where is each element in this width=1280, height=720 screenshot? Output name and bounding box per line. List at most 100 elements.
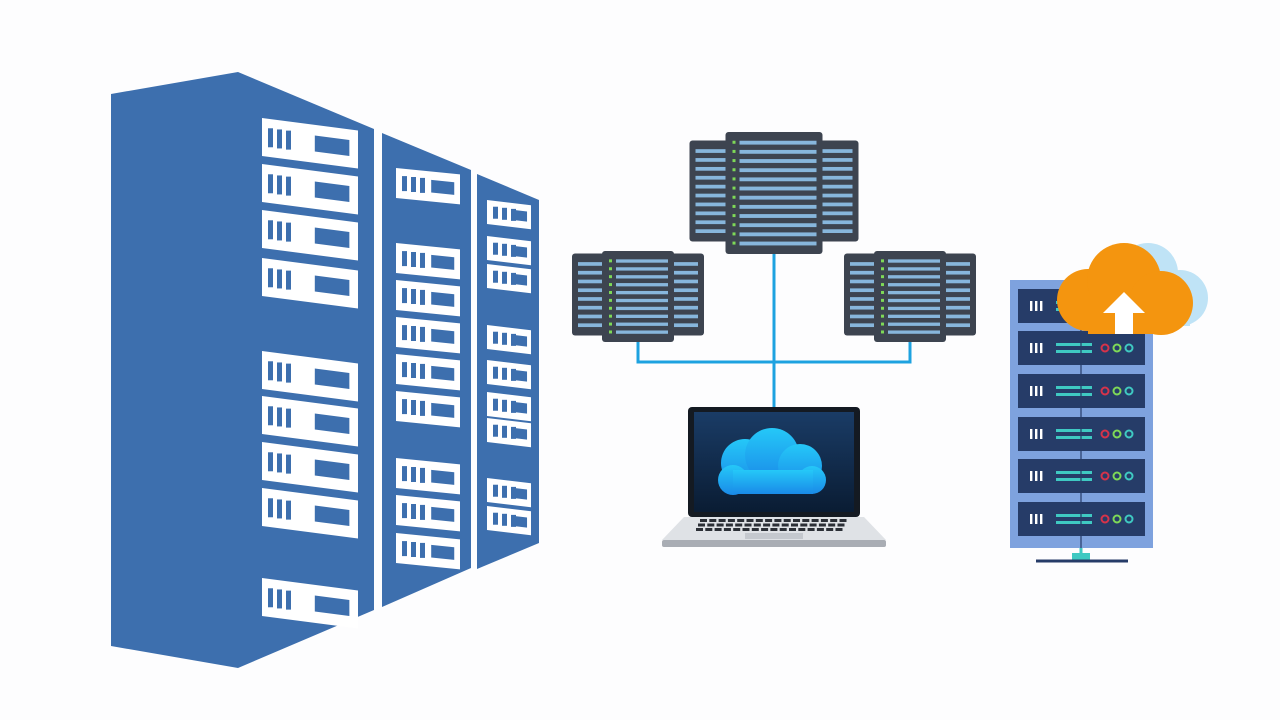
laptop-key — [772, 523, 780, 527]
rack-slot-bay — [511, 515, 528, 528]
server-box — [602, 251, 674, 342]
rack-unit-led — [1035, 343, 1038, 353]
rack-unit-led — [1035, 301, 1038, 311]
server-stripe — [616, 267, 668, 271]
rack-slot-led — [493, 484, 498, 497]
server-stripe — [670, 279, 698, 284]
rack-slot-led — [493, 398, 498, 411]
rack-slot-led — [268, 452, 273, 472]
laptop-key — [789, 528, 796, 531]
rack-slot-led — [402, 503, 407, 519]
rack-units — [1018, 289, 1145, 548]
laptop-key — [802, 519, 810, 522]
rack-slot-led — [493, 424, 498, 437]
rack-slot-led — [502, 367, 507, 380]
rack-unit-line — [1056, 429, 1092, 432]
laptop-key — [811, 519, 819, 522]
laptop-key — [742, 528, 750, 531]
rack-unit-led — [1035, 386, 1038, 396]
server-stripe — [816, 158, 853, 162]
server-led — [732, 232, 736, 236]
rack-unit-status — [1100, 471, 1110, 481]
server-led — [881, 322, 884, 326]
rack-slot-led — [277, 221, 282, 241]
server-stripe — [850, 297, 878, 301]
server-stripe — [695, 211, 732, 216]
server-stripe — [578, 297, 606, 301]
rack-slot-led — [411, 467, 416, 482]
server-stripe — [695, 175, 732, 180]
server-stripe — [888, 298, 940, 303]
rack-slot-bay — [511, 245, 528, 258]
laptop-key — [820, 519, 828, 522]
server-stripe — [739, 149, 817, 154]
server-stripe — [616, 283, 668, 287]
server-stripe — [816, 175, 853, 180]
server-stripe — [695, 193, 732, 198]
server-stripe — [816, 184, 853, 189]
server-stripe — [670, 270, 698, 275]
rack-slot-bay — [314, 595, 350, 616]
rack-slot-led — [420, 504, 425, 520]
server-stripe — [695, 149, 732, 153]
rack-unit-line — [1056, 521, 1092, 524]
rack-slot-led — [493, 206, 498, 219]
rack-unit-status — [1124, 429, 1134, 439]
server-stripe — [739, 186, 817, 191]
laptop-key — [751, 528, 759, 531]
rack-slot-bay — [431, 469, 455, 485]
server-led — [881, 314, 884, 318]
server-stripe — [739, 159, 817, 163]
laptop-key — [746, 519, 754, 522]
server-led — [609, 283, 612, 287]
server-stripe — [670, 297, 698, 301]
laptop-key — [839, 519, 847, 522]
rack-middle-slots — [396, 168, 460, 570]
rack-slot-bay — [511, 427, 528, 440]
server-led — [881, 283, 884, 287]
rack-slot-led — [493, 242, 498, 255]
rack-slot-bay — [314, 413, 350, 434]
rack-unit-led — [1030, 343, 1033, 353]
server-cluster-icon — [689, 132, 859, 254]
rack-slot-bay — [314, 459, 350, 480]
rack-slot-bay — [511, 487, 528, 500]
rack-unit-line — [1056, 393, 1092, 396]
server-led — [732, 223, 736, 227]
rack-slot-led — [286, 222, 291, 242]
rack-slot-led — [286, 130, 291, 150]
rack-back-slots — [487, 200, 531, 536]
server-led — [881, 290, 884, 294]
rack-slot-led — [493, 366, 498, 379]
rack-slot-bay — [314, 275, 350, 296]
server-stripe — [942, 288, 970, 293]
laptop-key — [837, 523, 845, 527]
rack-slot-led — [420, 363, 425, 379]
rack-unit-led — [1035, 471, 1038, 481]
server-led — [609, 330, 612, 334]
server-led — [881, 275, 884, 279]
rack-slot-led — [411, 400, 416, 415]
rack-slot-led — [277, 362, 282, 382]
rack-front-slots — [262, 118, 358, 629]
rack-unit-led — [1040, 471, 1043, 481]
rack-slot-led — [268, 498, 273, 518]
rack-unit-led — [1035, 429, 1038, 439]
rack-unit-status — [1100, 429, 1110, 439]
laptop-key — [755, 519, 763, 522]
rack-unit-status — [1100, 386, 1110, 396]
server-stripe — [670, 323, 698, 328]
rack-slot-led — [502, 243, 507, 256]
rack-slot-led — [277, 175, 282, 195]
server-stripe — [816, 211, 853, 216]
laptop-key — [761, 528, 769, 531]
rack-slot-led — [502, 207, 507, 220]
rack-slot-led — [411, 504, 416, 519]
laptop-key — [783, 519, 791, 522]
laptop-key — [828, 523, 836, 527]
rack-unit-status — [1124, 386, 1134, 396]
rack-slot-led — [402, 466, 407, 482]
laptop-keyboard — [696, 519, 847, 531]
server-led — [609, 314, 612, 318]
rack-unit-status — [1112, 343, 1122, 353]
